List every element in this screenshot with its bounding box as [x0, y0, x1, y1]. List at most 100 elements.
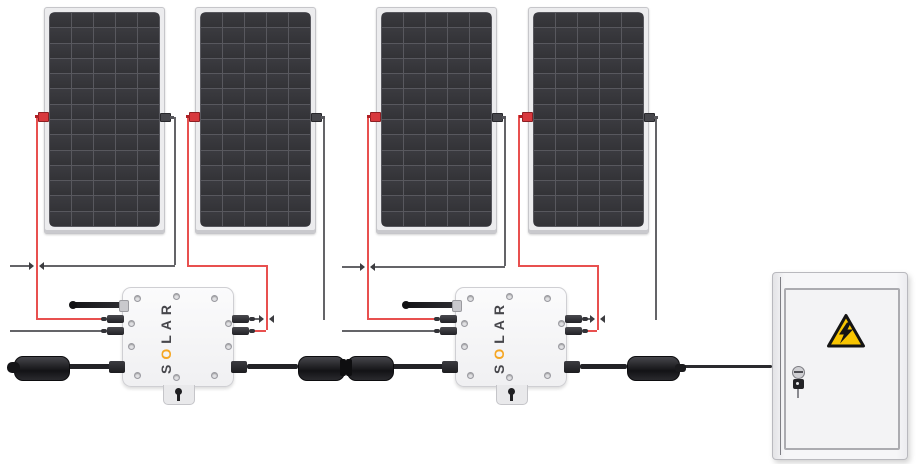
panel-cell — [245, 181, 266, 196]
panel-cell — [138, 43, 159, 58]
microinverter: SOLAR — [69, 287, 255, 405]
ac-port — [231, 361, 247, 373]
panel-cell — [138, 28, 159, 43]
dc-wire-negative — [10, 330, 104, 332]
panel-cell — [245, 43, 266, 58]
panel-cell — [448, 28, 469, 43]
ac-port — [442, 361, 458, 373]
dc-input-pin — [565, 327, 588, 335]
panel-cell — [223, 104, 244, 119]
dc-wire-positive — [367, 115, 369, 318]
panel-cell-grid — [533, 12, 644, 227]
panel-cell — [556, 181, 577, 196]
panel-cell — [94, 150, 115, 165]
panel-cell — [201, 119, 222, 135]
panel-cell — [470, 181, 491, 196]
panel-cell — [223, 135, 244, 150]
positive-dc-connector — [519, 112, 533, 122]
panel-cell — [72, 150, 93, 165]
panel-cell — [201, 181, 222, 196]
panel-cell — [578, 135, 599, 150]
panel-cell — [448, 58, 469, 74]
panel-cell — [534, 119, 555, 135]
wire-break-mark — [590, 315, 605, 323]
panel-cell — [94, 181, 115, 196]
panel-cell — [94, 89, 115, 104]
dc-wire-negative — [10, 265, 31, 267]
panel-cell — [426, 74, 447, 89]
panel-cell — [50, 119, 71, 135]
dc-wire-negative — [323, 117, 325, 320]
panel-cell — [116, 104, 137, 119]
panel-cell-grid — [49, 12, 160, 227]
panel-cell — [448, 135, 469, 150]
ac-trunk-cable — [247, 364, 298, 369]
screw-icon — [225, 343, 232, 350]
dc-input-pin — [232, 315, 255, 323]
panel-cell — [622, 74, 643, 89]
ac-trunk-cable — [580, 364, 627, 369]
panel-cell — [622, 104, 643, 119]
panel-cell — [556, 104, 577, 119]
panel-cell — [289, 58, 310, 74]
panel-cell — [426, 119, 447, 135]
dc-wire-negative — [254, 318, 263, 320]
panel-cell — [201, 104, 222, 119]
panel-cell — [426, 104, 447, 119]
dc-wire-negative — [174, 117, 176, 265]
panel-cell — [404, 119, 425, 135]
panel-cell — [622, 165, 643, 181]
panel-cell — [622, 181, 643, 196]
panel-cell — [534, 74, 555, 89]
panel-cell — [267, 104, 288, 119]
panel-cell — [534, 150, 555, 165]
panel-cell — [267, 150, 288, 165]
panel-cell — [267, 28, 288, 43]
ac-port — [564, 361, 580, 373]
wire-break-mark — [360, 263, 375, 271]
panel-cell — [267, 74, 288, 89]
panel-cell — [50, 13, 71, 28]
screw-icon — [467, 372, 474, 379]
panel-cell — [578, 181, 599, 196]
logo-letters: LAR — [158, 300, 174, 344]
panel-cell — [426, 58, 447, 74]
panel-cell — [289, 211, 310, 226]
panel-cell — [116, 89, 137, 104]
panel-cell — [138, 13, 159, 28]
junction-box-door — [784, 288, 900, 450]
screw-icon — [211, 295, 218, 302]
panel-cell — [404, 104, 425, 119]
panel-cell — [50, 150, 71, 165]
panel-cell — [578, 211, 599, 226]
panel-cell — [448, 181, 469, 196]
panel-cell — [600, 58, 621, 74]
dc-wire-positive — [252, 330, 266, 332]
panel-cell — [289, 28, 310, 43]
panel-cell — [50, 211, 71, 226]
panel-cell — [426, 196, 447, 211]
dc-input-pin — [434, 327, 457, 335]
panel-cell — [556, 43, 577, 58]
panel-cell — [382, 211, 403, 226]
panel-cell — [116, 211, 137, 226]
panel-cell — [223, 119, 244, 135]
panel-cell — [470, 150, 491, 165]
panel-cell — [245, 119, 266, 135]
panel-cell — [223, 74, 244, 89]
panel-cell — [404, 135, 425, 150]
ac-cable-connector — [7, 356, 70, 381]
panel-cell — [267, 165, 288, 181]
panel-cell — [94, 119, 115, 135]
panel-cell — [50, 89, 71, 104]
panel-cell — [382, 135, 403, 150]
panel-cell — [267, 135, 288, 150]
panel-cell — [382, 28, 403, 43]
panel-cell — [448, 43, 469, 58]
panel-cell — [426, 165, 447, 181]
high-voltage-warning-icon — [827, 314, 865, 348]
panel-cell — [116, 135, 137, 150]
panel-cell — [470, 119, 491, 135]
panel-cell — [116, 43, 137, 58]
